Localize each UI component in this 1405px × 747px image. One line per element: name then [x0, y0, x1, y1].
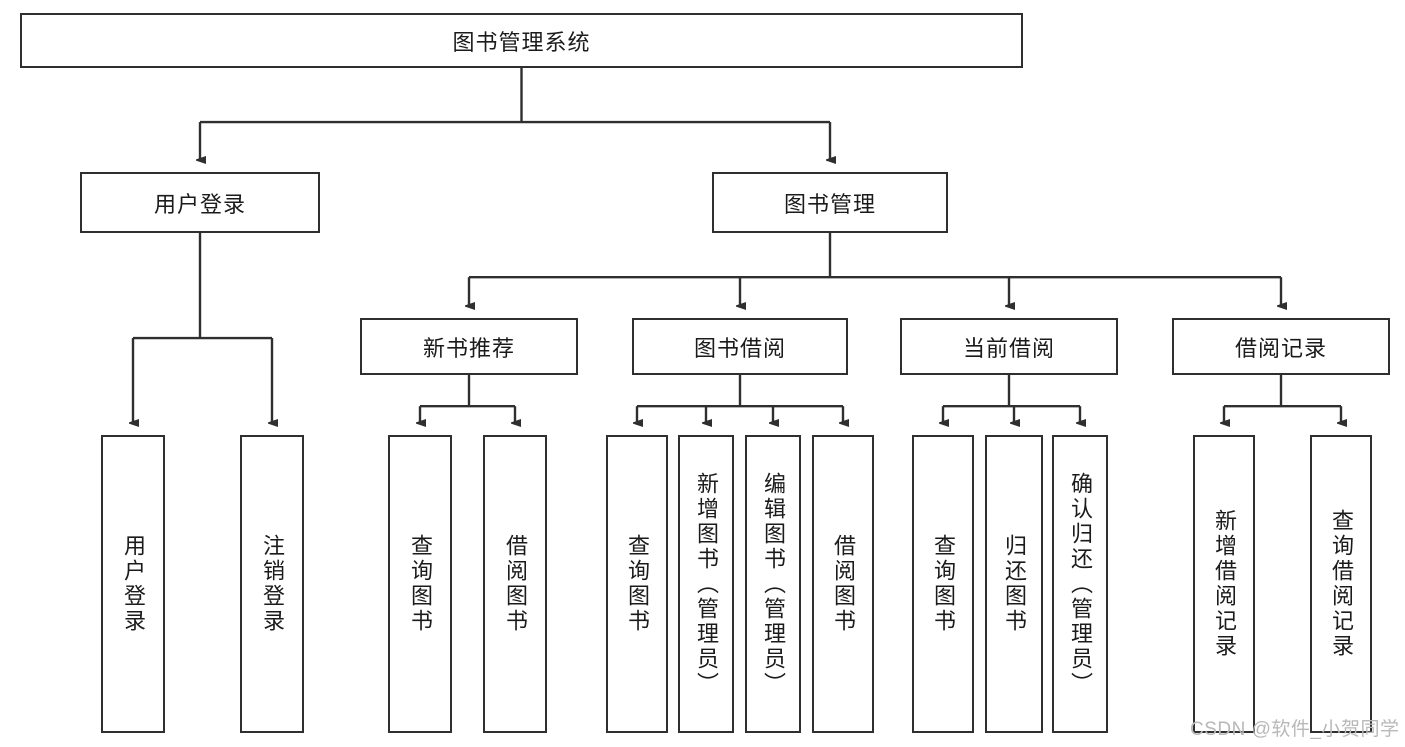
node-label: 借阅图书 — [503, 534, 528, 634]
node-label: 新增图书（管理员） — [694, 471, 719, 697]
node-label: 查询图书 — [408, 534, 433, 634]
node-leaf-logout[interactable]: 注销登录 — [240, 435, 304, 733]
node-label: 归还图书 — [1002, 534, 1027, 634]
node-leaf-confirm-return[interactable]: 确认归还（管理员） — [1052, 435, 1108, 733]
node-label: 编辑图书（管理员） — [761, 471, 786, 697]
node-leaf-return-book[interactable]: 归还图书 — [985, 435, 1043, 733]
node-leaf-edit-book[interactable]: 编辑图书（管理员） — [745, 435, 801, 733]
node-leaf-borrow-book-2[interactable]: 借阅图书 — [812, 435, 874, 733]
node-leaf-query-book-3[interactable]: 查询图书 — [912, 435, 974, 733]
node-user-login[interactable]: 用户登录 — [80, 172, 320, 233]
node-label: 查询借阅记录 — [1329, 509, 1354, 659]
node-label: 图书管理 — [783, 191, 876, 217]
node-book-borrow[interactable]: 图书借阅 — [632, 318, 848, 375]
node-label: 当前借阅 — [962, 335, 1055, 361]
node-borrow-record[interactable]: 借阅记录 — [1172, 318, 1390, 375]
node-label: 图书管理系统 — [452, 29, 591, 55]
node-label: 新书推荐 — [422, 335, 515, 361]
node-label: 借阅记录 — [1234, 335, 1327, 361]
node-label: 图书借阅 — [693, 335, 786, 361]
node-label: 借阅图书 — [831, 534, 856, 634]
node-book-mgmt[interactable]: 图书管理 — [712, 172, 948, 233]
node-leaf-query-record[interactable]: 查询借阅记录 — [1310, 435, 1372, 733]
node-leaf-borrow-book-1[interactable]: 借阅图书 — [483, 435, 547, 733]
node-leaf-query-book-2[interactable]: 查询图书 — [606, 435, 668, 733]
node-root[interactable]: 图书管理系统 — [20, 13, 1023, 68]
node-label: 注销登录 — [260, 534, 285, 634]
node-label: 用户登录 — [121, 534, 146, 634]
node-current-borrow[interactable]: 当前借阅 — [900, 318, 1118, 375]
csdn-watermark: CSDN @软件_小贺同学 — [1190, 719, 1400, 740]
node-label: 新增借阅记录 — [1212, 509, 1237, 659]
node-leaf-add-record[interactable]: 新增借阅记录 — [1193, 435, 1255, 733]
node-label: 查询图书 — [625, 534, 650, 634]
node-new-book-rec[interactable]: 新书推荐 — [360, 318, 578, 375]
node-label: 用户登录 — [153, 191, 246, 217]
node-label: 确认归还（管理员） — [1068, 471, 1093, 697]
node-leaf-add-book[interactable]: 新增图书（管理员） — [678, 435, 734, 733]
node-leaf-user-login[interactable]: 用户登录 — [101, 435, 165, 733]
node-label: 查询图书 — [931, 534, 956, 634]
node-leaf-query-book-1[interactable]: 查询图书 — [388, 435, 452, 733]
